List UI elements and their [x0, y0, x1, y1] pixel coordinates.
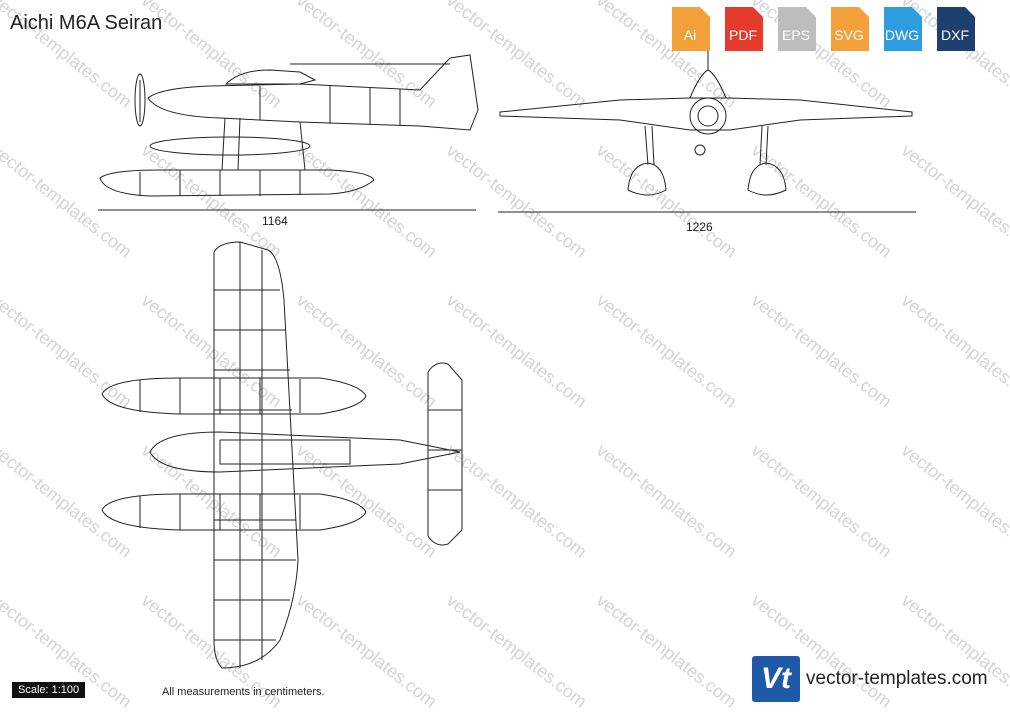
svg-format-icon[interactable]: SVG: [827, 5, 871, 53]
scale-badge: Scale: 1:100: [12, 682, 86, 698]
format-label: EPS: [781, 27, 810, 43]
pdf-format-icon[interactable]: PDF: [721, 5, 765, 53]
brand-footer[interactable]: Vt vector-templates.com: [752, 656, 988, 702]
dxf-format-icon[interactable]: DXF: [933, 5, 977, 53]
brand-logo-icon: Vt: [752, 656, 800, 702]
side-length-dimension: 1164: [262, 214, 288, 228]
front-span-dimension: 1226: [686, 220, 713, 234]
side-view: [98, 54, 479, 211]
format-label: SVG: [834, 27, 864, 43]
format-label: Ai: [683, 27, 697, 43]
ai-format-icon[interactable]: Ai: [668, 5, 712, 53]
eps-format-icon[interactable]: EPS: [774, 5, 818, 53]
format-label: PDF: [729, 27, 757, 43]
front-view: [498, 48, 916, 213]
page-title: Aichi M6A Seiran: [10, 12, 163, 34]
measurement-note: All measurements in centimeters.: [162, 686, 325, 698]
format-icons: Ai PDF EPS SVG DWG DXF: [668, 5, 977, 53]
format-label: DXF: [941, 27, 969, 43]
format-label: DWG: [884, 27, 920, 43]
brand-site-name: vector-templates.com: [806, 668, 988, 689]
top-view: [101, 241, 463, 669]
dwg-format-icon[interactable]: DWG: [880, 5, 924, 53]
